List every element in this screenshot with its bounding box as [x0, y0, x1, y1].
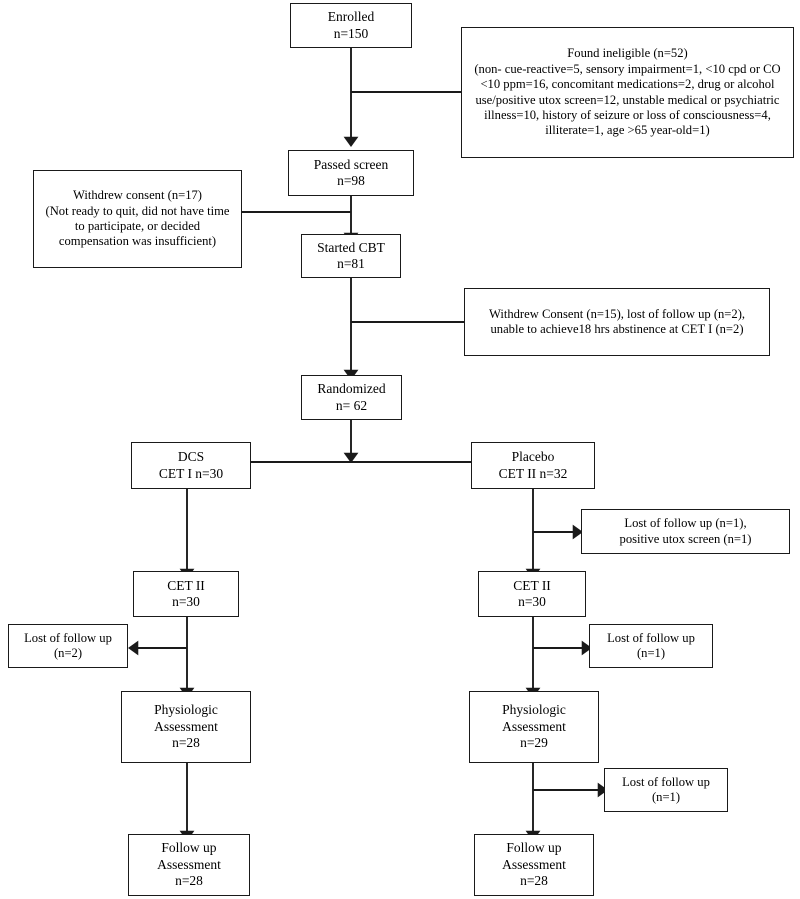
node-lost-followup-right-cet2-label: Lost of follow up (n=1)	[607, 630, 695, 660]
node-followup-right-label: Follow up Assessment n=28	[502, 840, 566, 889]
node-withdrew-consent-cbt: Withdrew Consent (n=15), lost of follow …	[464, 288, 770, 356]
node-found-ineligible-label: Found ineligible (n=52) (non- cue-reacti…	[474, 46, 781, 138]
node-lost-followup-left-cet2-label: Lost of follow up (n=2)	[24, 630, 112, 660]
node-withdrew-consent-screen-label: Withdrew consent (n=17) (Not ready to qu…	[45, 188, 230, 249]
node-physiologic-right: Physiologic Assessment n=29	[469, 691, 599, 763]
node-randomized: Randomized n= 62	[301, 375, 402, 420]
node-found-ineligible: Found ineligible (n=52) (non- cue-reacti…	[461, 27, 794, 158]
node-passed-screen: Passed screen n=98	[288, 150, 414, 196]
node-placebo-losses: Lost of follow up (n=1), positive utox s…	[581, 509, 790, 554]
node-placebo-arm: Placebo CET II n=32	[471, 442, 595, 489]
node-dcs-arm: DCS CET I n=30	[131, 442, 251, 489]
node-cet2-left-label: CET II n=30	[167, 577, 205, 609]
node-randomized-label: Randomized n= 62	[317, 381, 386, 413]
node-enrolled: Enrolled n=150	[290, 3, 412, 48]
node-followup-left-label: Follow up Assessment n=28	[157, 840, 221, 889]
node-lost-followup-left-cet2: Lost of follow up (n=2)	[8, 624, 128, 668]
node-withdrew-consent-screen: Withdrew consent (n=17) (Not ready to qu…	[33, 170, 242, 268]
node-withdrew-consent-cbt-label: Withdrew Consent (n=15), lost of follow …	[488, 306, 746, 336]
node-followup-right: Follow up Assessment n=28	[474, 834, 594, 896]
node-placebo-arm-label: Placebo CET II n=32	[498, 449, 568, 481]
node-dcs-arm-label: DCS CET I n=30	[158, 449, 224, 481]
node-started-cbt-label: Started CBT n=81	[317, 239, 385, 271]
node-lost-followup-right-physio-label: Lost of follow up (n=1)	[622, 774, 710, 804]
node-lost-followup-right-cet2: Lost of follow up (n=1)	[589, 624, 713, 668]
node-cet2-right-label: CET II n=30	[513, 577, 551, 609]
node-cet2-left: CET II n=30	[133, 571, 239, 617]
node-physiologic-left: Physiologic Assessment n=28	[121, 691, 251, 763]
node-started-cbt: Started CBT n=81	[301, 234, 401, 278]
node-passed-screen-label: Passed screen n=98	[313, 156, 389, 188]
node-cet2-right: CET II n=30	[478, 571, 586, 617]
node-physiologic-left-label: Physiologic Assessment n=28	[154, 702, 218, 751]
node-followup-left: Follow up Assessment n=28	[128, 834, 250, 896]
node-enrolled-label: Enrolled n=150	[327, 9, 375, 41]
node-physiologic-right-label: Physiologic Assessment n=29	[502, 702, 566, 751]
node-lost-followup-right-physio: Lost of follow up (n=1)	[604, 768, 728, 812]
node-placebo-losses-label: Lost of follow up (n=1), positive utox s…	[619, 516, 752, 546]
